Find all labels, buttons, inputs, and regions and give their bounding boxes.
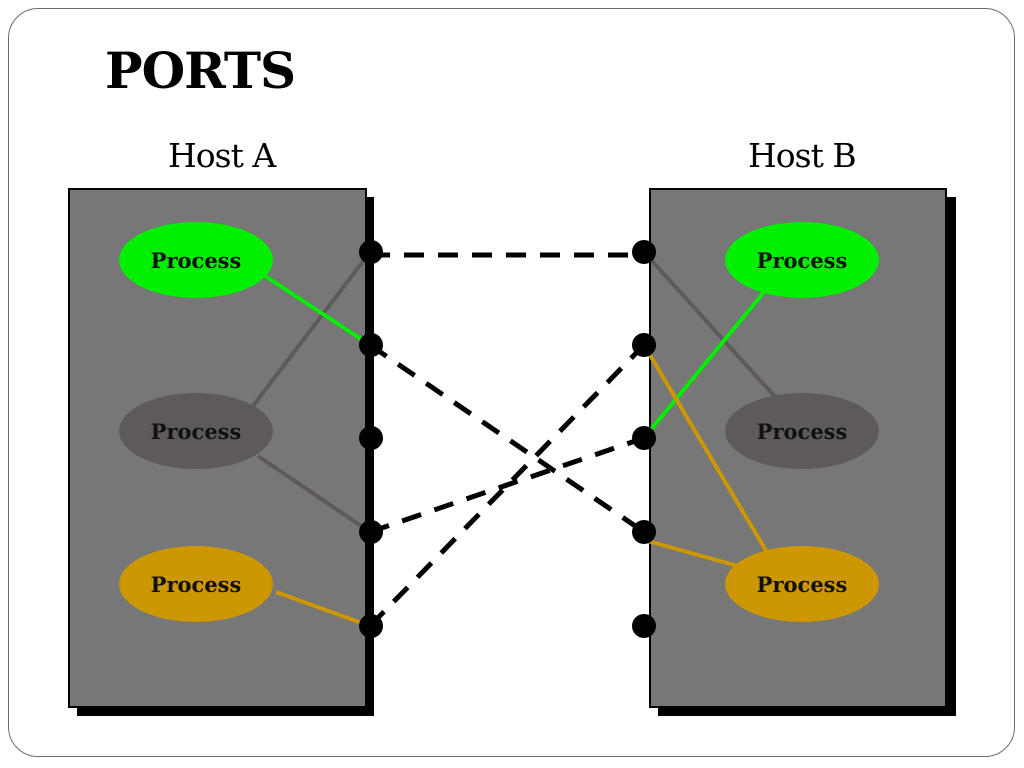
host-b-port-4 — [632, 520, 656, 544]
host-b-process-3 — [725, 546, 879, 622]
host-a-label: Host A — [168, 136, 276, 175]
page-title: PORTS — [105, 41, 296, 100]
host-a-gold-link — [275, 590, 371, 628]
host-a-green-link — [263, 274, 372, 347]
host-b-port-2 — [632, 333, 656, 357]
host-a-port-3 — [359, 426, 383, 450]
host-a-gray-link-1 — [248, 250, 372, 412]
host-a-process-3 — [119, 546, 273, 622]
host-a-process-2 — [119, 393, 273, 469]
host-a-port-1 — [359, 240, 383, 264]
host-b-process-3-label: Process — [757, 572, 848, 597]
host-b-process-2-label: Process — [757, 419, 848, 444]
connection-3 — [369, 435, 645, 535]
host-b-label: Host B — [748, 136, 857, 175]
host-b-process-2 — [725, 393, 879, 469]
host-a-process-2-label: Process — [151, 419, 242, 444]
host-b-gray-link — [642, 250, 778, 400]
host-a-process-1-label: Process — [151, 248, 242, 273]
host-a-gray-link-2 — [256, 454, 372, 534]
host-a-process-3-label: Process — [151, 572, 242, 597]
host-b-port-3 — [632, 426, 656, 450]
host-a-port-4 — [359, 520, 383, 544]
host-b-port-1 — [632, 240, 656, 264]
host-b-green-link — [642, 290, 766, 440]
connection-2 — [368, 342, 646, 535]
host-b-port-5 — [632, 614, 656, 638]
host-b-process-1 — [725, 222, 879, 298]
host-a-process-1 — [119, 222, 273, 298]
host-a-port-2 — [359, 333, 383, 357]
host-a-port-5 — [359, 614, 383, 638]
host-b-gold-link-1 — [642, 343, 770, 556]
host-b-gold-link-2 — [643, 538, 739, 568]
host-b-process-1-label: Process — [757, 248, 848, 273]
